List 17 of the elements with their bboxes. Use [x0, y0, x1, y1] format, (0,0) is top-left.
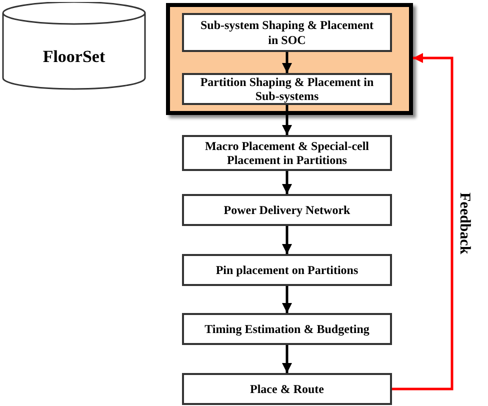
node-label: Timing Estimation & Budgeting	[204, 322, 370, 336]
node-label: Pin placement on Partitions	[216, 262, 358, 278]
process-box	[182, 254, 392, 286]
process-box	[182, 194, 392, 226]
process-box	[182, 313, 392, 345]
node-label: Partition Shaping & Placement in Sub-systems	[199, 74, 375, 104]
group-box	[166, 3, 413, 115]
edge-label: Feedback	[456, 192, 472, 252]
node-label: Place & Route	[250, 382, 324, 396]
process-box	[182, 373, 392, 405]
node-label: FloorSet	[42, 47, 106, 67]
process-box	[182, 13, 392, 52]
process-box	[182, 135, 392, 171]
node-label: Sub-system Shaping & Placement in SOC	[200, 18, 374, 47]
process-box	[182, 73, 392, 105]
node-label: Macro Placement & Special-cell Placement in Partitions	[204, 138, 370, 168]
node-label: Power Delivery Network	[224, 202, 350, 218]
